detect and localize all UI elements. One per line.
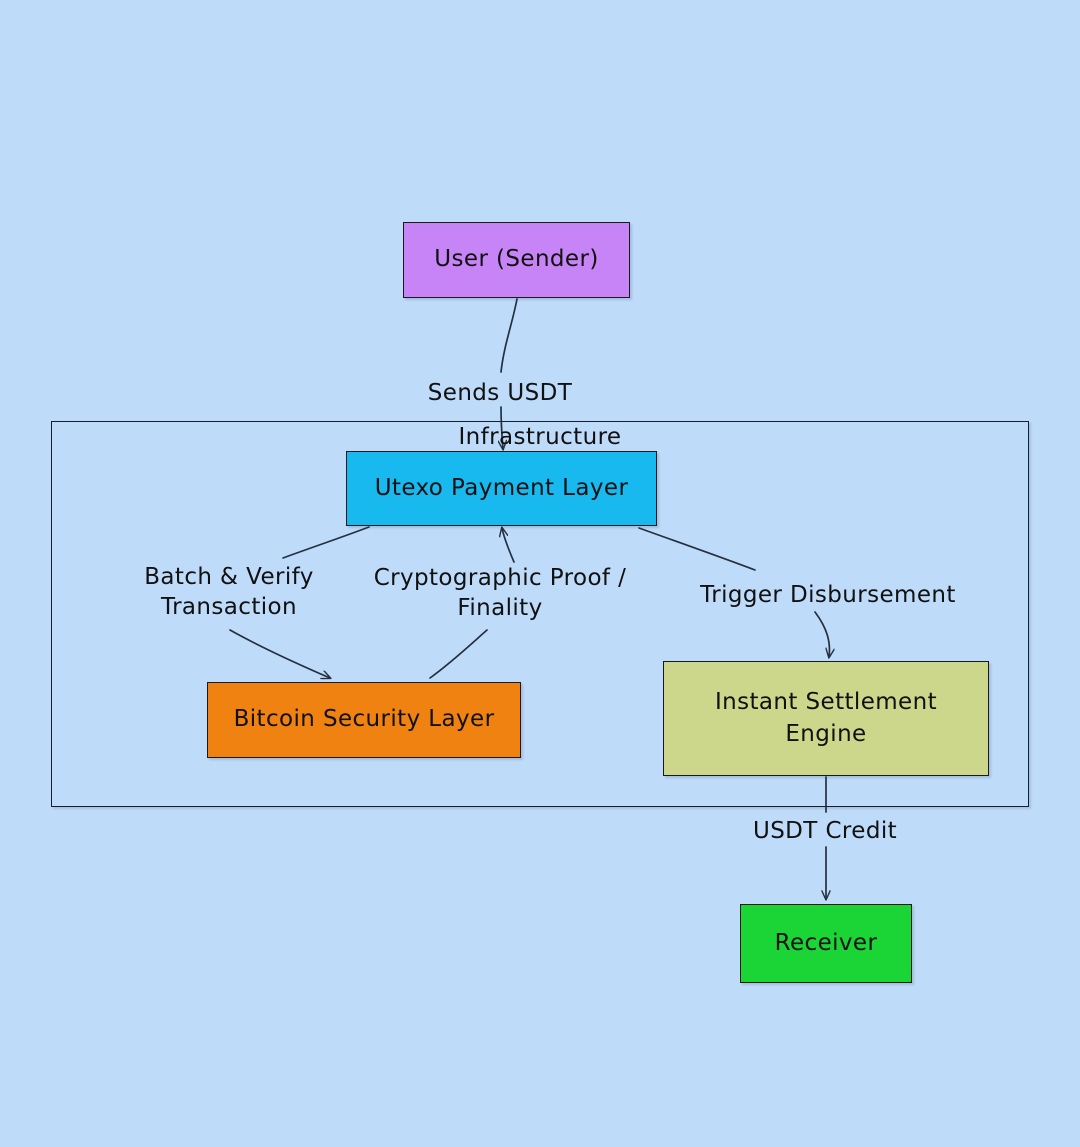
node-bitcoin-security-layer[interactable]: Bitcoin Security Layer [207,682,521,758]
node-utexo-payment-layer[interactable]: Utexo Payment Layer [346,451,657,526]
edge-utexo-to-settlement-upper [638,527,756,571]
node-instant-settlement-engine[interactable]: Instant Settlement Engine [663,661,989,776]
edge-bitcoin-to-utexo-lower [429,629,488,679]
infrastructure-cluster-title: Infrastructure [458,424,622,450]
edge-utexo-to-bitcoin-upper [282,526,370,559]
node-user-sender[interactable]: User (Sender) [403,222,630,298]
node-utexo-payment-layer-label: Utexo Payment Layer [374,474,629,501]
edge-label-cryptographic-proof-finality: Cryptographic Proof / Finality [373,565,627,622]
edge-utexo-to-settlement-arrow [814,611,829,657]
infrastructure-cluster [51,421,1029,807]
node-user-sender-label: User (Sender) [434,246,599,273]
edge-bitcoin-to-utexo-arrow [502,528,515,563]
node-receiver[interactable]: Receiver [740,904,912,983]
edge-label-usdt-credit: USDT Credit [752,818,898,844]
node-instant-settlement-engine-label: Instant Settlement Engine [714,689,938,747]
edge-label-trigger-disbursement: Trigger Disbursement [700,582,956,608]
node-receiver-label: Receiver [774,929,878,956]
edge-label-sends-usdt: Sends USDT [427,380,573,406]
edge-user-to-utexo-arrow [501,406,503,449]
node-bitcoin-security-layer-label: Bitcoin Security Layer [233,706,495,733]
edge-utexo-to-bitcoin-arrow [229,629,330,678]
edge-user-to-utexo-line [500,298,518,373]
edge-label-batch-and-verify-transaction: Batch & Verify Transaction [144,564,314,621]
